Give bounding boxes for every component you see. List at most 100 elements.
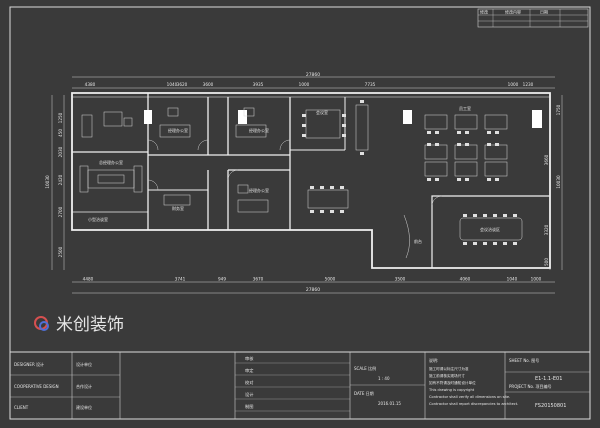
chair-icon: [487, 131, 491, 134]
room-label-conference: 会议洽谈区: [480, 226, 500, 232]
chair-icon: [435, 178, 439, 181]
note-line: 施工前请核实现场尺寸: [429, 373, 465, 378]
dim-top-segment: 7735: [365, 82, 376, 87]
dim-left-segment: 2700: [58, 206, 63, 217]
chair-icon: [465, 143, 469, 146]
note-line: Contractor shall report discrepancies to…: [429, 402, 518, 406]
chair-icon: [495, 143, 499, 146]
room-label-finance: 财务室: [172, 205, 184, 211]
dim-bottom-segment: 1040: [507, 277, 518, 282]
dim-top-segment: 1000: [299, 82, 310, 87]
sign-row-label: 校对: [245, 379, 253, 386]
dim-top-segment: 3935: [253, 82, 264, 87]
company-logo: 米创装饰: [34, 315, 124, 335]
room-label-manager: 总经理办公室: [99, 159, 123, 165]
chair-icon: [302, 134, 306, 137]
chair-icon: [330, 210, 334, 213]
dim-bottom-segment: 5000: [325, 277, 336, 282]
chair-icon: [493, 242, 497, 245]
chair-icon: [320, 210, 324, 213]
dim-right-misc: 1750: [556, 104, 561, 115]
date-value: 2016.01.15: [378, 401, 401, 406]
chair-icon: [463, 214, 467, 217]
chair-icon: [330, 186, 334, 189]
chair-icon: [340, 210, 344, 213]
chair-icon: [473, 242, 477, 245]
room-label-office-3: 经理办公室: [249, 187, 269, 193]
chairs: [302, 100, 517, 245]
client-label: CLIENT: [14, 405, 29, 410]
chair-icon: [513, 242, 517, 245]
dim-left-segment: 1250: [58, 112, 63, 123]
dim-top-segment: 3600: [203, 82, 214, 87]
sheet-label: SHEET No. 图号: [509, 357, 539, 363]
chair-icon: [473, 214, 477, 217]
room-label-office-2: 经理办公室: [249, 127, 269, 133]
dim-top-segment: 1230: [523, 82, 534, 87]
sheet-border: [9, 6, 591, 420]
chair-icon: [360, 152, 364, 155]
chair-icon: [513, 214, 517, 217]
furniture: [79, 104, 523, 259]
dim-right-segment: 500: [544, 258, 549, 266]
note-line: 施工时请以标注尺寸为准: [429, 366, 469, 371]
dim-left-segment: 2030: [58, 146, 63, 157]
dim-bottom-segment: 4060: [460, 277, 471, 282]
chair-icon: [483, 242, 487, 245]
dim-top-segment: 1000: [508, 82, 519, 87]
chair-icon: [360, 100, 364, 103]
chair-icon: [487, 143, 491, 146]
chair-icon: [465, 131, 469, 134]
chair-icon: [435, 131, 439, 134]
dim-left-total: 10030: [45, 175, 50, 189]
logo-text: 米创装饰: [56, 315, 124, 335]
project-label: PROJECT No. 项目编号: [509, 383, 551, 389]
sign-row-label: 审定: [245, 367, 253, 374]
chair-icon: [340, 186, 344, 189]
chair-icon: [310, 210, 314, 213]
sign-row-label: 设计: [245, 391, 253, 398]
dim-bottom-segment: 3741: [175, 277, 186, 282]
notes-title: 说明:: [429, 357, 438, 363]
door-swings: [147, 139, 443, 206]
chair-icon: [435, 143, 439, 146]
designer-value: 设计单位: [76, 361, 92, 367]
dim-bottom-segment: 949: [218, 277, 226, 282]
dim-left-segment: 2500: [58, 246, 63, 257]
dim-left-segment: 2420: [58, 174, 63, 185]
dim-right-segment: 3320: [544, 224, 549, 235]
dim-right-segment: 3660: [544, 154, 549, 165]
client-value: 建设单位: [76, 404, 92, 410]
chair-icon: [487, 178, 491, 181]
room-label-office-1: 经理办公室: [168, 127, 188, 133]
note-line: 如有不符请及时通知设计单位: [429, 380, 476, 385]
chair-icon: [320, 186, 324, 189]
dim-top-segment: 1040: [167, 82, 178, 87]
chair-icon: [427, 131, 431, 134]
rev-cell-3: 日期: [540, 9, 548, 15]
walls: [71, 92, 551, 269]
date-label: DATE 日期: [354, 390, 374, 396]
chair-icon: [342, 114, 346, 117]
chair-icon: [302, 114, 306, 117]
chair-icon: [503, 242, 507, 245]
room-label-meeting: 会议室: [316, 109, 328, 115]
chair-icon: [302, 124, 306, 127]
chair-icon: [457, 143, 461, 146]
chair-icon: [457, 131, 461, 134]
dim-left-segment: 450: [58, 129, 63, 137]
title-block: DESIGNER 设计 设计单位 COOPERATIVE DESIGN 合作设计…: [10, 352, 590, 419]
chair-icon: [427, 143, 431, 146]
structural-columns: [144, 110, 542, 128]
note-line: Contractor shall verify all dimensions o…: [429, 395, 510, 399]
sign-row-label: 审核: [245, 355, 254, 362]
chair-icon: [465, 178, 469, 181]
chair-icon: [457, 178, 461, 181]
chair-icon: [310, 186, 314, 189]
chair-icon: [495, 131, 499, 134]
room-label-reception: 前台: [414, 238, 422, 244]
scale-label: SCALE 比例: [354, 365, 376, 371]
room-label-staff: 员工室: [459, 105, 471, 111]
dim-right-total: 10030: [556, 175, 561, 189]
